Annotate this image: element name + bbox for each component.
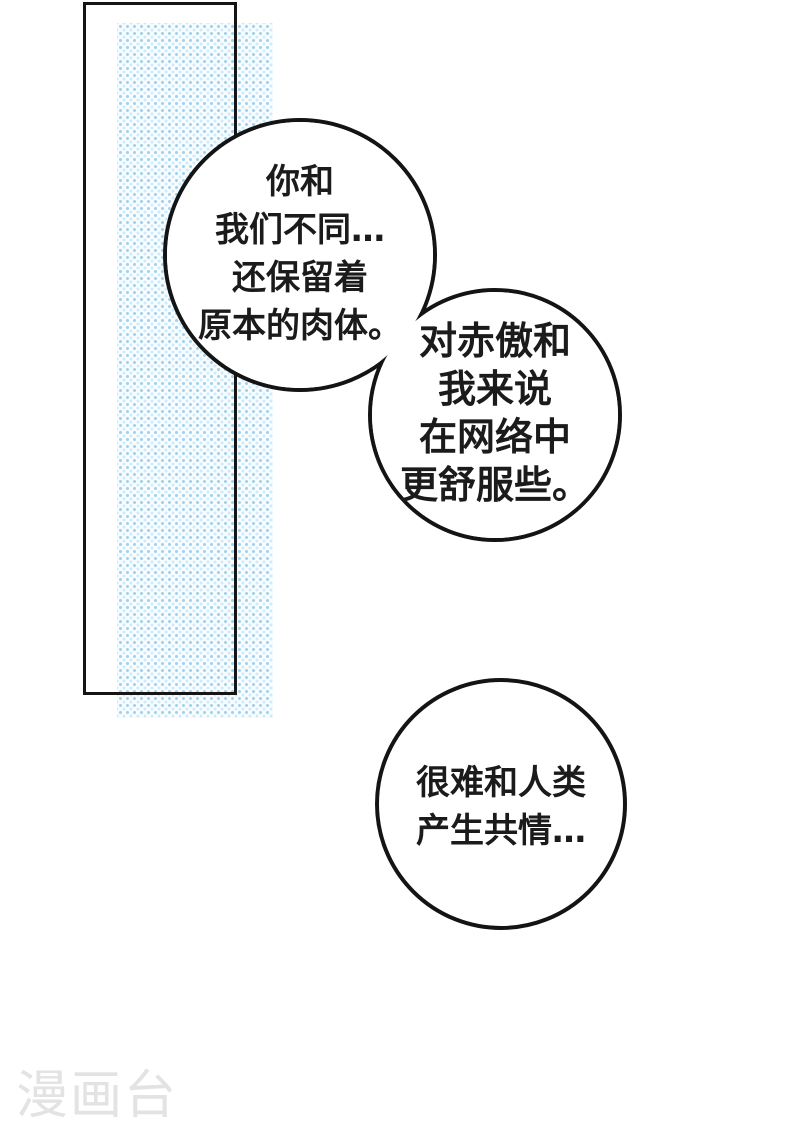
bubble-line: 我来说 — [437, 367, 552, 411]
platform-watermark: 漫画台 — [16, 1066, 179, 1126]
bubble-line: 我们不同… — [215, 210, 385, 250]
bubble-line: 产生共情… — [416, 811, 586, 851]
bubble-line: 还保留着 — [232, 258, 368, 298]
speech-bubble-2-text: 对赤傲和 我来说 在网络中 更舒服些。 — [345, 317, 645, 509]
speech-bubble-3-text: 很难和人类 产生共情… — [351, 759, 651, 855]
bubble-line: 在网络中 — [418, 415, 571, 459]
bubble-merge-eraser-2 — [372, 292, 618, 538]
bubble-line: 很难和人类 — [416, 763, 586, 803]
bubble-line: 你和 — [266, 162, 334, 202]
bubble-line: 原本的肉体。 — [198, 306, 402, 346]
bubble-line: 更舒服些。 — [399, 463, 590, 507]
speech-bubble-3 — [375, 678, 627, 930]
bubble-line: 对赤傲和 — [418, 319, 571, 363]
bubble-merge-eraser-1 — [167, 122, 433, 388]
speech-bubble-1-text: 你和 我们不同… 还保留着 原本的肉体。 — [150, 158, 450, 350]
